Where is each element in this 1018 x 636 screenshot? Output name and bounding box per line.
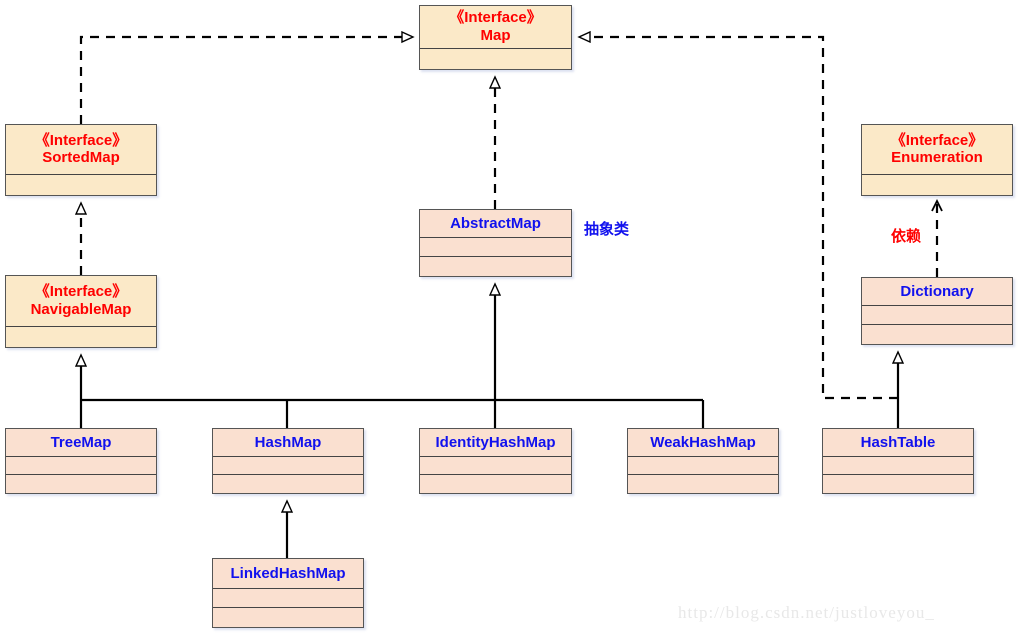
node-dictionary-section-2 — [862, 325, 1012, 344]
node-abstractmap-header: AbstractMap — [420, 210, 571, 238]
node-hashmap-section-2 — [213, 475, 363, 493]
node-linkedhashmap-header: LinkedHashMap — [213, 559, 363, 589]
node-map-stereotype: 《Interface》 — [449, 9, 542, 27]
node-hashtable-header: HashTable — [823, 429, 973, 457]
node-enumeration-header: 《Interface》 Enumeration — [862, 125, 1012, 175]
node-sortedmap[interactable]: 《Interface》 SortedMap — [5, 124, 157, 196]
node-dictionary-section-1 — [862, 306, 1012, 325]
node-treemap-section-2 — [6, 475, 156, 493]
node-enumeration-section-1 — [862, 175, 1012, 196]
node-identityhashmap-section-1 — [420, 457, 571, 475]
node-hashmap-name: HashMap — [254, 433, 322, 451]
node-weakhashmap-section-2 — [628, 475, 778, 493]
node-weakhashmap[interactable]: WeakHashMap — [627, 428, 779, 494]
node-treemap-name: TreeMap — [50, 433, 112, 451]
node-enumeration-stereotype: 《Interface》 — [890, 131, 984, 149]
node-sortedmap-stereotype: 《Interface》 — [34, 131, 128, 149]
edge-subclasses-to-abstractmap — [79, 285, 705, 428]
node-treemap-header: TreeMap — [6, 429, 156, 457]
node-identityhashmap-section-2 — [420, 475, 571, 493]
node-treemap[interactable]: TreeMap — [5, 428, 157, 494]
note-abstract-class: 抽象类 — [584, 221, 630, 238]
node-map-header: 《Interface》 Map — [420, 6, 571, 49]
node-navigablemap[interactable]: 《Interface》 NavigableMap — [5, 275, 157, 348]
node-hashmap[interactable]: HashMap — [212, 428, 364, 494]
node-dictionary[interactable]: Dictionary — [861, 277, 1013, 345]
node-treemap-section-1 — [6, 457, 156, 475]
node-identityhashmap[interactable]: IdentityHashMap — [419, 428, 572, 494]
node-enumeration[interactable]: 《Interface》 Enumeration — [861, 124, 1013, 196]
node-hashtable-section-2 — [823, 475, 973, 493]
node-linkedhashmap[interactable]: LinkedHashMap — [212, 558, 364, 628]
node-abstractmap-name: AbstractMap — [450, 214, 541, 232]
node-linkedhashmap-section-1 — [213, 589, 363, 608]
node-map-name: Map — [480, 26, 511, 44]
node-enumeration-name: Enumeration — [891, 149, 983, 166]
node-map[interactable]: 《Interface》 Map — [419, 5, 572, 70]
node-linkedhashmap-section-2 — [213, 608, 363, 627]
node-navigablemap-name: NavigableMap — [30, 300, 132, 318]
node-abstractmap-section-1 — [420, 238, 571, 257]
node-hashtable-name: HashTable — [860, 433, 936, 451]
node-identityhashmap-header: IdentityHashMap — [420, 429, 571, 457]
node-navigablemap-section-1 — [6, 327, 156, 348]
node-hashtable-section-1 — [823, 457, 973, 475]
edge-sortedmap-to-map — [79, 37, 412, 124]
node-weakhashmap-header: WeakHashMap — [628, 429, 778, 457]
node-abstractmap-section-2 — [420, 257, 571, 276]
watermark-url: http://blog.csdn.net/justloveyou_ — [678, 603, 935, 622]
node-linkedhashmap-name: LinkedHashMap — [230, 564, 346, 582]
note-dependency: 依赖 — [891, 228, 922, 245]
node-hashmap-section-1 — [213, 457, 363, 475]
node-identityhashmap-name: IdentityHashMap — [435, 433, 556, 451]
node-weakhashmap-name: WeakHashMap — [650, 433, 756, 451]
node-navigablemap-stereotype: 《Interface》 — [34, 283, 128, 301]
node-map-section-1 — [420, 49, 571, 70]
node-dictionary-name: Dictionary — [900, 282, 974, 300]
node-hashtable[interactable]: HashTable — [822, 428, 974, 494]
node-weakhashmap-section-1 — [628, 457, 778, 475]
node-navigablemap-header: 《Interface》 NavigableMap — [6, 276, 156, 327]
node-sortedmap-name: SortedMap — [42, 149, 120, 166]
node-sortedmap-header: 《Interface》 SortedMap — [6, 125, 156, 175]
node-sortedmap-section-1 — [6, 175, 156, 196]
node-abstractmap[interactable]: AbstractMap — [419, 209, 572, 277]
node-dictionary-header: Dictionary — [862, 278, 1012, 306]
node-hashmap-header: HashMap — [213, 429, 363, 457]
